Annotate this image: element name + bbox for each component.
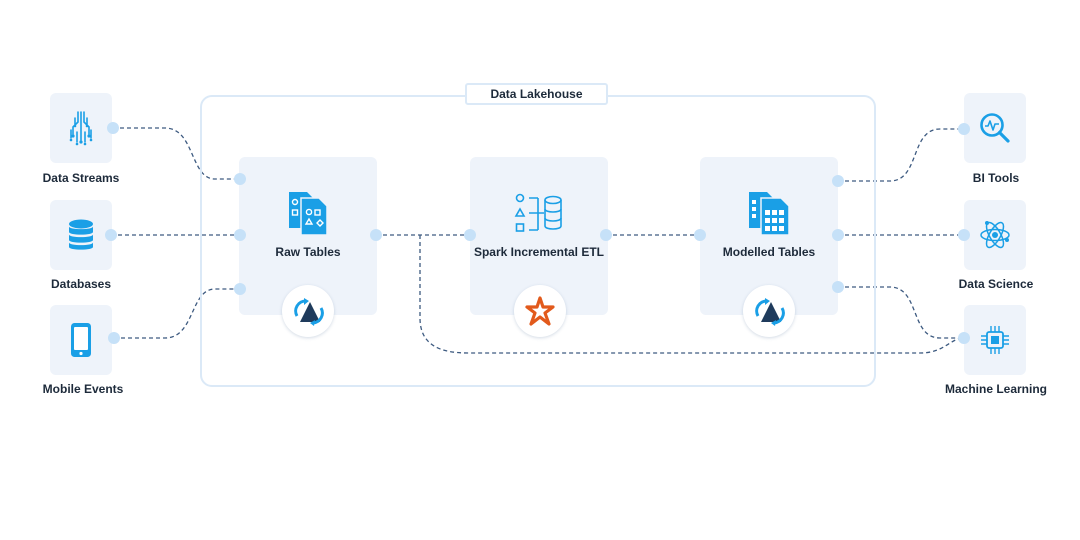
port-modelled-in <box>694 229 706 241</box>
connector-bypass-ml <box>419 235 965 354</box>
port-bi-in <box>958 123 970 135</box>
port-ml-in <box>958 332 970 344</box>
target-label-bi-tools: BI Tools <box>972 171 1020 185</box>
stage-label-spark-etl: Spark Incremental ETL <box>473 245 605 259</box>
data-streams-icon <box>69 111 93 146</box>
connector-mobile-raw <box>114 288 240 339</box>
port-data-streams-out <box>107 122 119 134</box>
modelled-tables-badge <box>743 285 795 337</box>
delta-sync-icon <box>755 298 785 326</box>
connector-streams-raw <box>113 127 240 180</box>
port-raw-in-bottom <box>234 283 246 295</box>
port-ds-in <box>958 229 970 241</box>
source-label-mobile-events: Mobile Events <box>42 382 124 396</box>
source-data-streams[interactable] <box>50 93 112 163</box>
source-mobile-events[interactable] <box>50 305 112 375</box>
etl-shapes-icon <box>514 193 562 232</box>
stage-label-modelled-tables: Modelled Tables <box>722 245 816 259</box>
database-icon <box>69 219 93 250</box>
port-raw-in-mid <box>234 229 246 241</box>
atom-icon <box>980 221 1010 249</box>
target-label-machine-learning: Machine Learning <box>944 382 1048 396</box>
target-data-science[interactable] <box>964 200 1026 270</box>
target-machine-learning[interactable] <box>964 305 1026 375</box>
port-etl-out <box>600 229 612 241</box>
mobile-phone-icon <box>71 323 91 357</box>
port-databases-out <box>105 229 117 241</box>
documents-icon <box>289 192 328 236</box>
lakehouse-title: Data Lakehouse <box>465 83 608 105</box>
spark-etl-badge <box>514 285 566 337</box>
chip-icon <box>981 326 1009 354</box>
port-raw-in-top <box>234 173 246 185</box>
port-raw-out <box>370 229 382 241</box>
source-databases[interactable] <box>50 200 112 270</box>
target-bi-tools[interactable] <box>964 93 1026 163</box>
source-label-data-streams: Data Streams <box>42 171 120 185</box>
port-modelled-out-top <box>832 175 844 187</box>
analytics-magnifier-icon <box>980 113 1010 143</box>
target-label-data-science: Data Science <box>958 277 1034 291</box>
spark-icon <box>525 296 555 326</box>
port-mobile-out <box>108 332 120 344</box>
port-modelled-out-bottom <box>832 281 844 293</box>
stage-label-raw-tables: Raw Tables <box>275 245 341 259</box>
source-label-databases: Databases <box>50 277 112 291</box>
port-modelled-out-mid <box>832 229 844 241</box>
table-grid-icon <box>749 192 790 236</box>
port-etl-in <box>464 229 476 241</box>
raw-tables-badge <box>282 285 334 337</box>
delta-sync-icon <box>294 298 324 326</box>
